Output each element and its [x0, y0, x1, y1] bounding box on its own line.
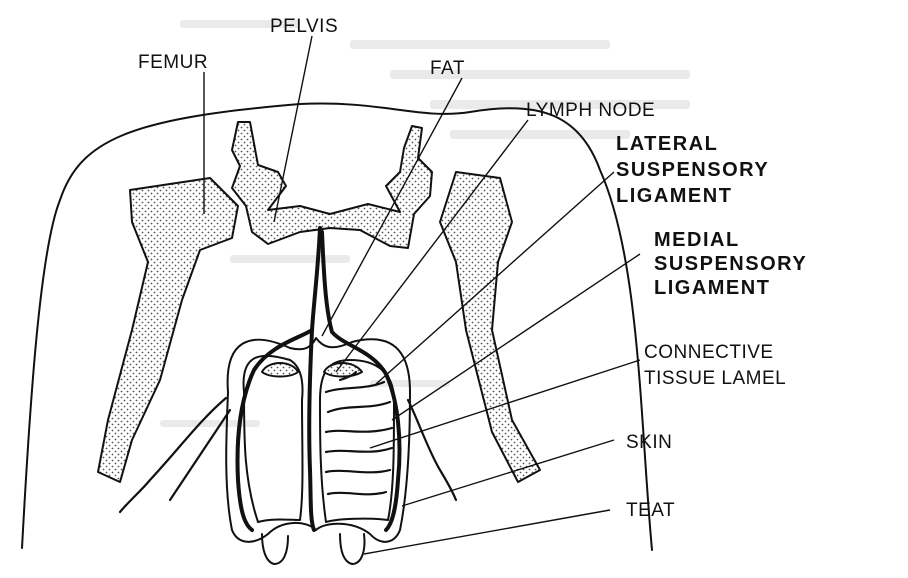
left-femur	[98, 178, 238, 482]
label-connective-line2: TISSUE LAMEL	[644, 368, 786, 389]
right-femur	[440, 172, 540, 482]
right-teat	[340, 534, 365, 564]
teat-leader	[364, 510, 610, 554]
label-lateral-line1: LATERAL	[616, 133, 718, 155]
label-lateral-line3: LIGAMENT	[616, 185, 732, 207]
pelvis-bone	[232, 122, 432, 248]
body-outline	[22, 103, 652, 550]
label-medial-line2: SUSPENSORY	[654, 253, 807, 275]
label-skin: SKIN	[626, 432, 672, 453]
fat-leader	[322, 78, 462, 336]
left-quarter	[244, 356, 303, 522]
label-femur: FEMUR	[138, 52, 208, 73]
label-teat: TEAT	[626, 500, 675, 521]
connective-tissue-lamellae	[326, 372, 392, 494]
label-lateral-line2: SUSPENSORY	[616, 159, 769, 181]
medial-vessel	[309, 228, 320, 530]
pelvis-leader	[274, 36, 312, 222]
background-bleed-through	[160, 20, 690, 427]
label-medial-line3: LIGAMENT	[654, 277, 770, 299]
left-lymph-node	[262, 363, 298, 377]
right-lymph-node	[324, 363, 362, 377]
label-pelvis: PELVIS	[270, 16, 338, 37]
label-fat: FAT	[430, 58, 465, 79]
label-lymph-node: LYMPH NODE	[526, 100, 655, 121]
label-medial-line1: MEDIAL	[654, 229, 740, 251]
label-connective-line1: CONNECTIVE	[644, 342, 774, 363]
right-outer-vessel	[408, 400, 456, 500]
left-teat	[262, 534, 288, 564]
right-vessel-branch	[322, 232, 400, 530]
